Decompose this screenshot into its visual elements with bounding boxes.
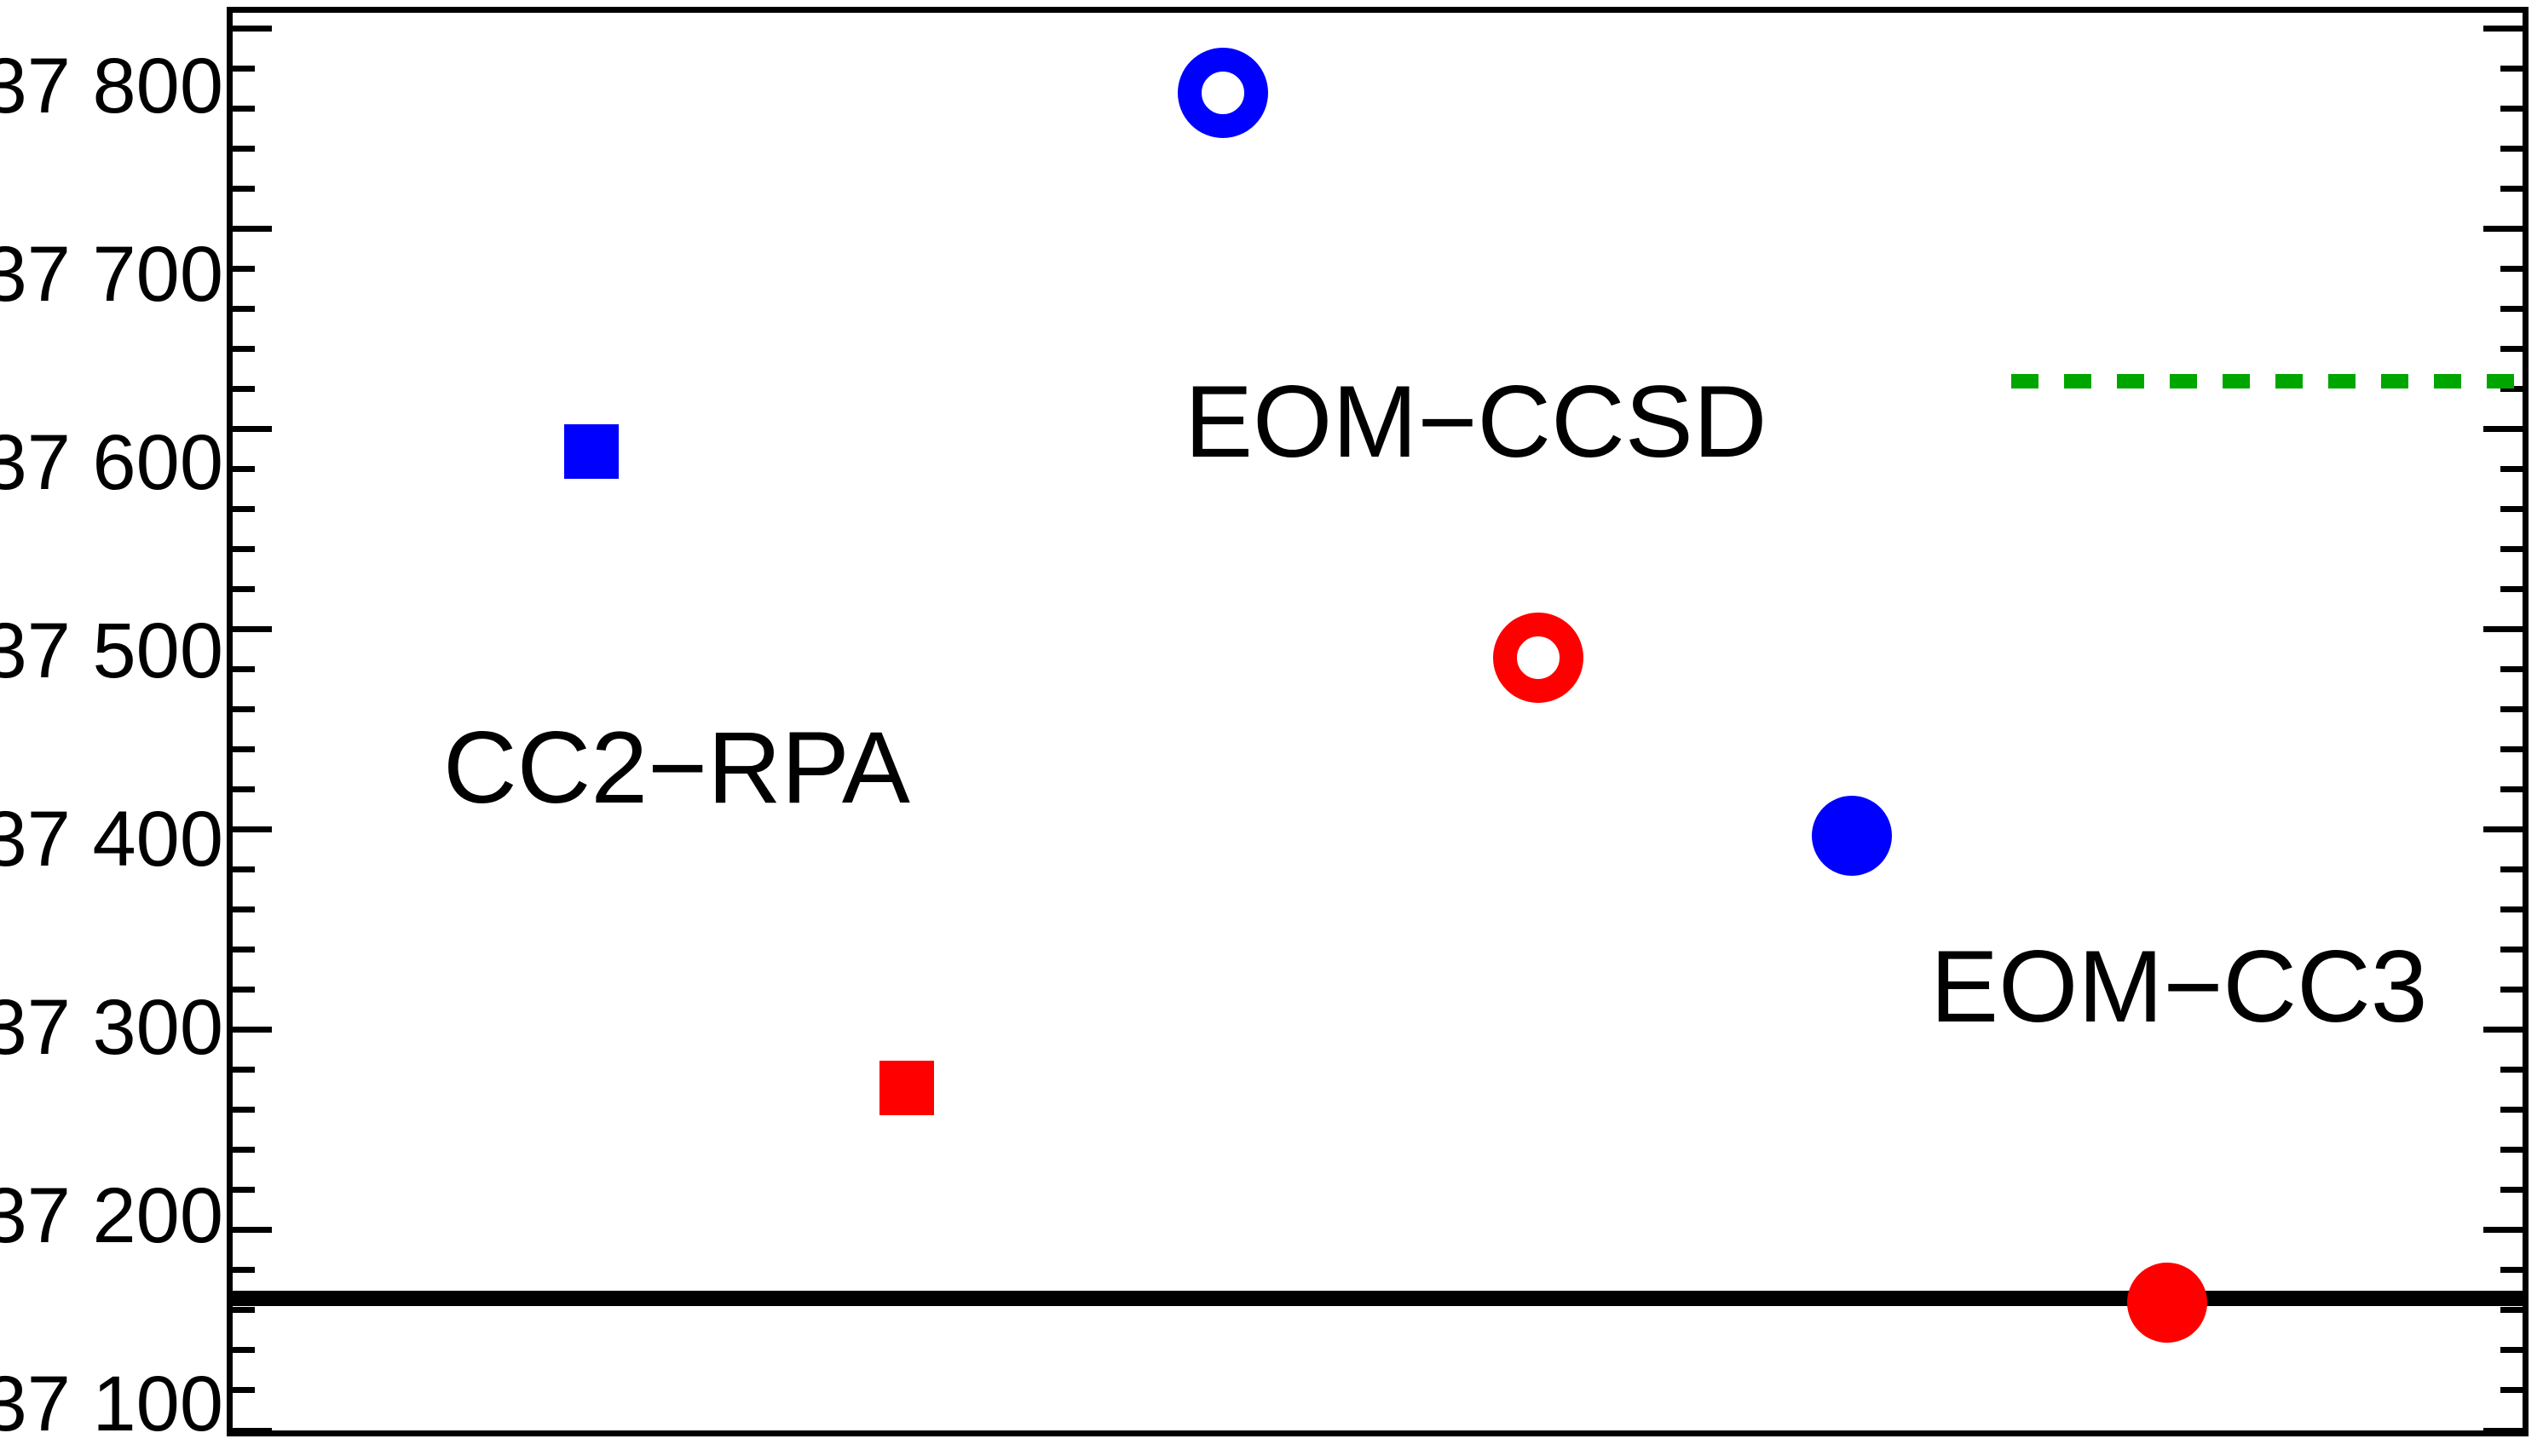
y-axis-tick-major-left [233,1427,272,1430]
y-axis-tick-minor-left [233,1387,255,1394]
y-axis-tick-minor-right [2500,346,2523,353]
y-axis-tick-minor-left [233,947,255,953]
data-point-blue-open-circle [1178,48,1268,138]
y-tick-label-37100: 37 100 [0,1361,223,1447]
y-axis-tick-major-right [2483,426,2523,433]
y-axis-tick-minor-right [2500,666,2523,673]
y-axis-tick-minor-left [233,346,255,353]
y-tick-label-37200: 37 200 [0,1172,223,1259]
y-axis-tick-minor-right [2500,1347,2523,1354]
reference-line-dashed [2011,374,2523,389]
annotation-eom-cc3: EOM−CC3 [1930,929,2428,1044]
y-axis-tick-minor-left [233,506,255,513]
y-axis-tick-minor-left [233,146,255,153]
plot-area: CC2−RPA EOM−CCSD EOM−CC3 [233,13,2523,1430]
y-axis-tick-minor-right [2500,266,2523,273]
data-point-blue-square [564,423,619,479]
y-axis-tick-major-left [233,1227,272,1234]
y-axis-tick-minor-left [233,906,255,913]
y-tick-label-37500: 37 500 [0,607,223,694]
y-axis-tick-minor-left [233,746,255,753]
y-axis-tick-minor-right [2500,1307,2523,1314]
y-axis-tick-minor-right [2500,1387,2523,1394]
y-axis-tick-minor-left [233,1187,255,1194]
y-axis-tick-minor-left [233,186,255,193]
y-axis-tick-major-right [2483,826,2523,833]
y-axis-tick-minor-right [2500,1187,2523,1194]
y-axis-tick-major-left [233,826,272,833]
y-axis-tick-minor-left [233,1147,255,1154]
y-axis-tick-minor-left [233,1307,255,1314]
y-axis-tick-minor-left [233,306,255,313]
y-axis-tick-minor-right [2500,546,2523,553]
y-axis-tick-minor-left [233,586,255,593]
y-axis-tick-minor-left [233,466,255,473]
y-axis-tick-minor-right [2500,66,2523,72]
y-axis-tick-major-right [2483,1427,2523,1430]
y-axis-tick-major-right [2483,1227,2523,1234]
y-axis-tick-minor-right [2500,106,2523,112]
y-axis-tick-minor-left [233,666,255,673]
annotation-cc2-rpa: CC2−RPA [443,711,910,825]
y-axis-tick-minor-right [2500,306,2523,313]
y-axis-tick-minor-right [2500,786,2523,793]
plot-frame [227,7,2529,1436]
y-axis-tick-minor-right [2500,987,2523,993]
y-axis-tick-minor-right [2500,906,2523,913]
y-axis-tick-minor-left [233,786,255,793]
y-axis-tick-minor-left [233,1267,255,1274]
y-axis-tick-major-right [2483,626,2523,633]
y-axis-tick-minor-right [2500,146,2523,153]
y-axis-tick-minor-left [233,1347,255,1354]
y-tick-label-37300: 37 300 [0,984,223,1071]
y-axis-tick-minor-right [2500,947,2523,953]
y-axis-tick-major-right [2483,26,2523,32]
y-axis-tick-minor-left [233,866,255,873]
y-tick-label-37800: 37 800 [0,43,223,129]
y-axis-tick-minor-left [233,546,255,553]
y-axis-tick-minor-right [2500,1067,2523,1073]
y-axis-tick-minor-left [233,106,255,112]
y-axis-tick-minor-right [2500,706,2523,713]
data-point-red-square [879,1061,934,1116]
y-axis-tick-minor-right [2500,1147,2523,1154]
y-axis-tick-minor-right [2500,746,2523,753]
y-axis-tick-minor-right [2500,186,2523,193]
y-axis-tick-major-left [233,1027,272,1033]
y-axis-tick-minor-left [233,1067,255,1073]
y-axis-tick-minor-left [233,706,255,713]
y-tick-label-37600: 37 600 [0,419,223,506]
y-axis-tick-minor-right [2500,466,2523,473]
y-tick-label-37700: 37 700 [0,231,223,318]
y-axis-tick-minor-left [233,987,255,993]
y-axis-tick-minor-left [233,1107,255,1114]
y-axis-tick-minor-right [2500,866,2523,873]
y-axis-tick-minor-right [2500,386,2523,393]
y-axis-tick-minor-right [2500,586,2523,593]
y-axis-tick-major-left [233,426,272,433]
y-axis-tick-major-right [2483,1027,2523,1033]
annotation-eom-ccsd: EOM−CCSD [1185,365,1767,479]
y-axis-tick-minor-left [233,66,255,72]
y-axis-tick-minor-right [2500,506,2523,513]
y-axis-tick-minor-right [2500,1267,2523,1274]
reference-line-solid [233,1290,2523,1306]
y-axis-tick-major-right [2483,226,2523,233]
y-tick-label-37400: 37 400 [0,796,223,883]
data-point-red-filled-circle [2127,1262,2207,1343]
y-axis-tick-major-left [233,626,272,633]
y-axis-tick-major-left [233,226,272,233]
y-axis-tick-major-left [233,26,272,32]
y-axis-tick-minor-right [2500,1107,2523,1114]
data-point-blue-filled-circle [1812,795,1892,876]
y-axis-tick-minor-left [233,266,255,273]
data-point-red-open-circle [1493,612,1583,703]
y-axis-tick-minor-left [233,386,255,393]
